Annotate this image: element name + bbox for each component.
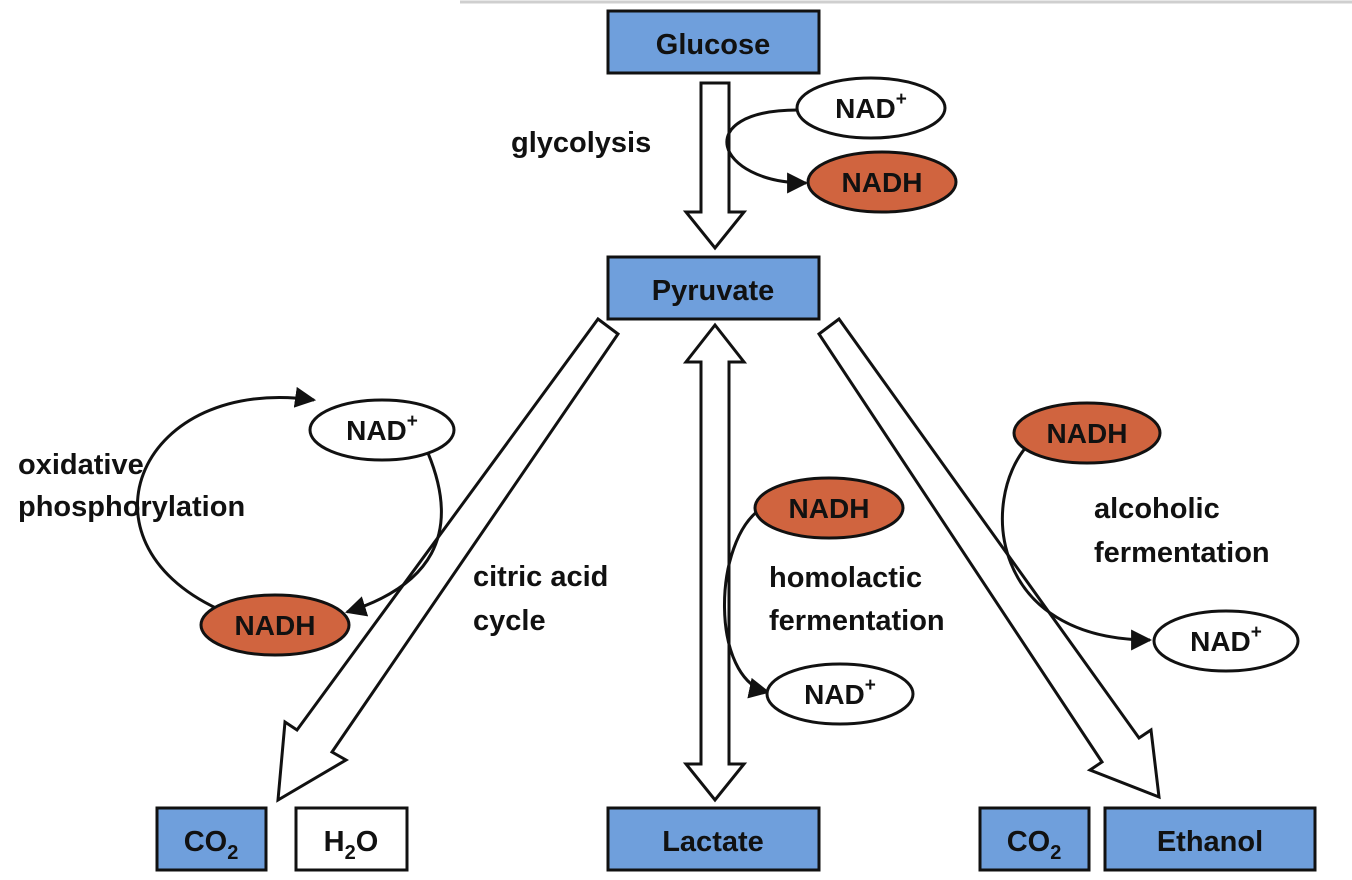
nad-plus-top: NAD+ bbox=[795, 76, 947, 140]
svg-text:NAD+: NAD+ bbox=[346, 411, 418, 446]
nadh-alcoholic: NADH bbox=[1012, 401, 1162, 465]
svg-text:NADH: NADH bbox=[789, 493, 870, 524]
glucose-label: Glucose bbox=[656, 29, 770, 61]
oxidative-label: oxidative phosphorylation bbox=[18, 449, 245, 523]
pyruvate-label: Pyruvate bbox=[652, 275, 775, 307]
alcoholic-arrow bbox=[816, 316, 1161, 800]
co2-right-box: CO2 bbox=[978, 806, 1091, 872]
homolactic-cofactor-curve bbox=[723, 506, 771, 699]
glycolysis-label: glycolysis bbox=[511, 127, 651, 159]
ethanol-box: Ethanol bbox=[1103, 806, 1317, 872]
nad-plus-oxphos: NAD+ bbox=[308, 398, 456, 462]
lactate-double-arrow bbox=[682, 322, 748, 803]
svg-text:NADH: NADH bbox=[1047, 418, 1128, 449]
nadh-oxphos: NADH bbox=[199, 593, 351, 657]
lactate-label: Lactate bbox=[662, 826, 764, 858]
svg-text:NADH: NADH bbox=[842, 167, 923, 198]
co2-left-label: CO2 bbox=[184, 826, 239, 864]
nadh-top: NADH bbox=[806, 150, 958, 214]
glycolysis-arrow bbox=[682, 81, 748, 251]
co2-right-label: CO2 bbox=[1007, 826, 1062, 864]
citric-acid-arrow bbox=[276, 316, 621, 803]
nad-plus-homolactic: NAD+ bbox=[765, 662, 915, 726]
oxphos-lower-curve bbox=[344, 452, 443, 617]
h2o-box: H2O bbox=[294, 806, 409, 872]
citric-acid-label: citric acid cycle bbox=[473, 561, 616, 637]
nadh-homolactic: NADH bbox=[753, 476, 905, 540]
alcoholic-cofactor-curve bbox=[1001, 445, 1153, 651]
h2o-label: H2O bbox=[324, 826, 379, 864]
pyruvate-box: Pyruvate bbox=[606, 255, 821, 321]
alcoholic-label: alcoholic fermentation bbox=[1094, 493, 1270, 569]
svg-text:NAD+: NAD+ bbox=[835, 89, 907, 124]
nad-plus-alcoholic: NAD+ bbox=[1152, 609, 1300, 673]
lactate-box: Lactate bbox=[606, 806, 821, 872]
glucose-box: Glucose bbox=[606, 9, 821, 75]
co2-left-box: CO2 bbox=[155, 806, 268, 872]
svg-text:NAD+: NAD+ bbox=[1190, 622, 1262, 657]
glycolysis-cofactor-curve bbox=[725, 108, 809, 194]
oxphos-upper-curve bbox=[136, 386, 317, 611]
svg-text:NAD+: NAD+ bbox=[804, 675, 876, 710]
ethanol-label: Ethanol bbox=[1157, 826, 1263, 858]
svg-text:NADH: NADH bbox=[235, 610, 316, 641]
homolactic-label: homolactic fermentation bbox=[769, 562, 945, 637]
